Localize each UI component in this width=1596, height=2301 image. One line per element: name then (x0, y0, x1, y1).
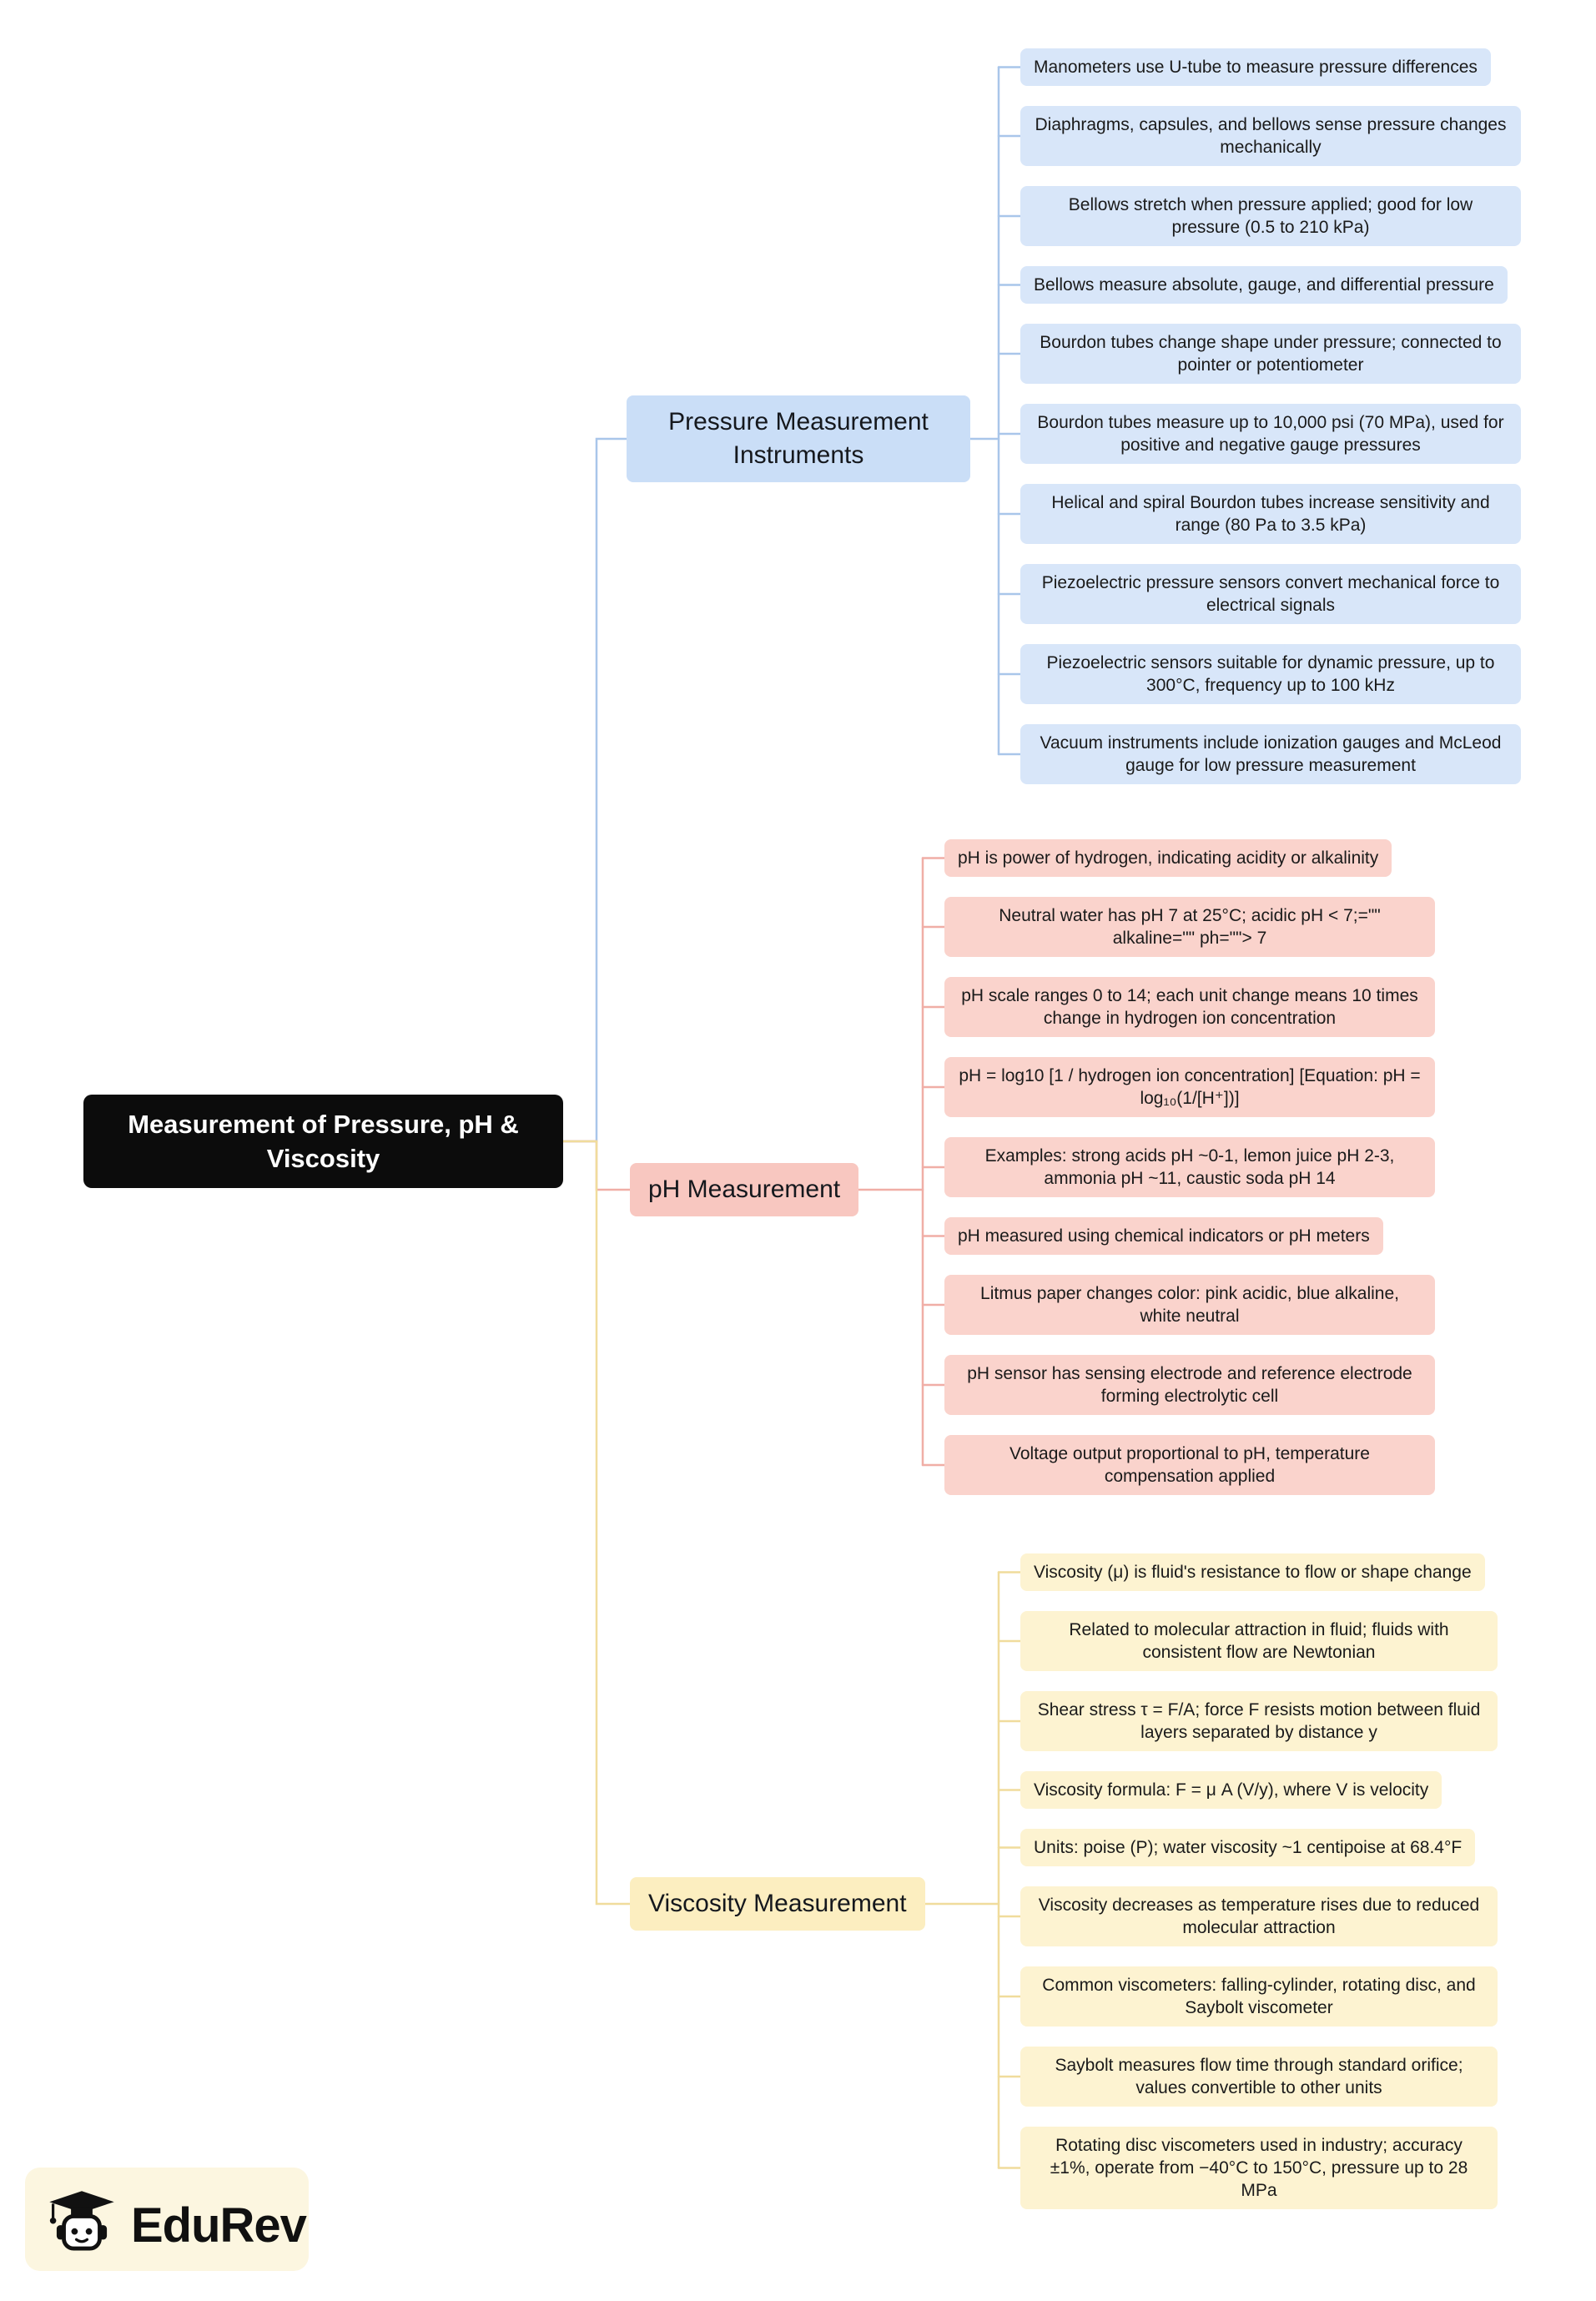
leaf-node: Rotating disc viscometers used in indust… (1020, 2127, 1498, 2209)
leaf-node: Common viscometers: falling-cylinder, ro… (1020, 1966, 1498, 2027)
leaf-node: Piezoelectric sensors suitable for dynam… (1020, 644, 1521, 704)
leaf-node: Viscosity (μ) is fluid's resistance to f… (1020, 1553, 1485, 1591)
leaf-node: Diaphragms, capsules, and bellows sense … (1020, 106, 1521, 166)
leaf-node: Viscosity formula: F = μ A (V/y), where … (1020, 1771, 1442, 1809)
leaf-node: pH scale ranges 0 to 14; each unit chang… (944, 977, 1435, 1037)
leaf-node: pH is power of hydrogen, indicating acid… (944, 839, 1392, 877)
leaf-node: Manometers use U-tube to measure pressur… (1020, 48, 1491, 86)
leaf-node: Neutral water has pH 7 at 25°C; acidic p… (944, 897, 1435, 957)
branch-node-viscosity: Viscosity Measurement (630, 1877, 925, 1931)
branch-node-ph: pH Measurement (630, 1163, 859, 1216)
leaf-node: Viscosity decreases as temperature rises… (1020, 1886, 1498, 1946)
leaf-node: Shear stress τ = F/A; force F resists mo… (1020, 1691, 1498, 1751)
leaf-column-pressure: Manometers use U-tube to measure pressur… (1020, 48, 1521, 784)
leaf-node: Saybolt measures flow time through stand… (1020, 2047, 1498, 2107)
leaf-column-ph: pH is power of hydrogen, indicating acid… (944, 839, 1435, 1495)
leaf-node: Bourdon tubes measure up to 10,000 psi (… (1020, 404, 1521, 464)
leaf-node: Units: poise (P); water viscosity ~1 cen… (1020, 1829, 1476, 1866)
leaf-node: Related to molecular attraction in fluid… (1020, 1611, 1498, 1671)
leaf-node: Bellows stretch when pressure applied; g… (1020, 186, 1521, 246)
leaf-node: pH sensor has sensing electrode and refe… (944, 1355, 1435, 1415)
leaf-node: Litmus paper changes color: pink acidic,… (944, 1275, 1435, 1335)
edurev-logo[interactable]: EduRev (46, 2188, 307, 2263)
leaf-node: Helical and spiral Bourdon tubes increas… (1020, 484, 1521, 544)
edurev-logo-text: EduRev (131, 2198, 307, 2253)
leaf-column-viscosity: Viscosity (μ) is fluid's resistance to f… (1020, 1553, 1498, 2209)
graduation-cap-icon (46, 2188, 118, 2263)
leaf-node: Bellows measure absolute, gauge, and dif… (1020, 266, 1508, 304)
leaf-node: Bourdon tubes change shape under pressur… (1020, 324, 1521, 384)
leaf-node: Voltage output proportional to pH, tempe… (944, 1435, 1435, 1495)
leaf-node: Vacuum instruments include ionization ga… (1020, 724, 1521, 784)
leaf-node: Examples: strong acids pH ~0-1, lemon ju… (944, 1137, 1435, 1197)
leaf-node: pH measured using chemical indicators or… (944, 1217, 1383, 1255)
branch-node-pressure: Pressure Measurement Instruments (627, 395, 970, 482)
root-node: Measurement of Pressure, pH & Viscosity (83, 1095, 563, 1188)
leaf-node: pH = log10 [1 / hydrogen ion concentrati… (944, 1057, 1435, 1117)
leaf-node: Piezoelectric pressure sensors convert m… (1020, 564, 1521, 624)
